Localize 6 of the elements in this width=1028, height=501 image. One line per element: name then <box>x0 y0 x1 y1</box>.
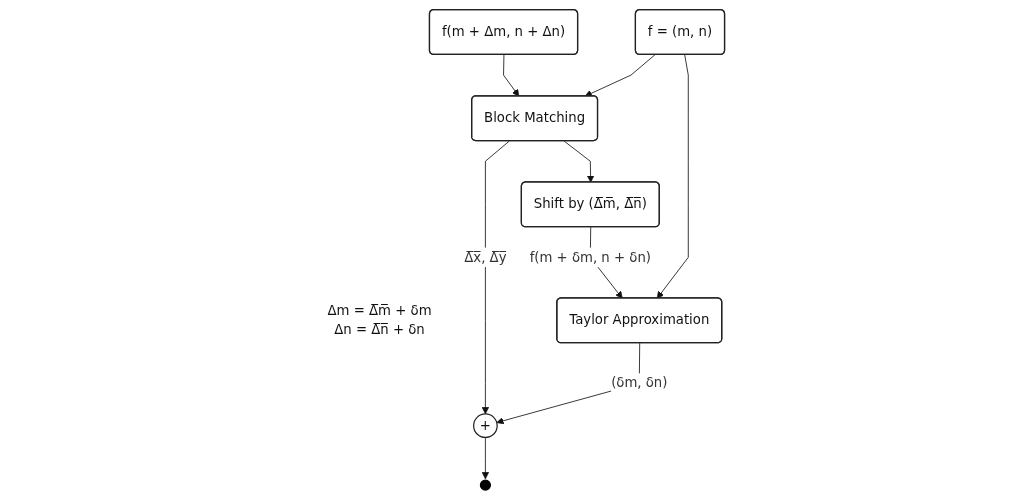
node-label: Δn = Δ̅n̅ + δn <box>334 322 426 338</box>
edge-label: (δm, δn) <box>611 375 668 391</box>
node-label: Δm = Δ̅m̅ + δm <box>327 302 432 318</box>
edge-label: f(m + δm, n + δn) <box>530 249 652 265</box>
node-circle: + <box>473 413 499 439</box>
edge-label: Δ̅x̅, Δ̅y̅ <box>464 249 507 265</box>
